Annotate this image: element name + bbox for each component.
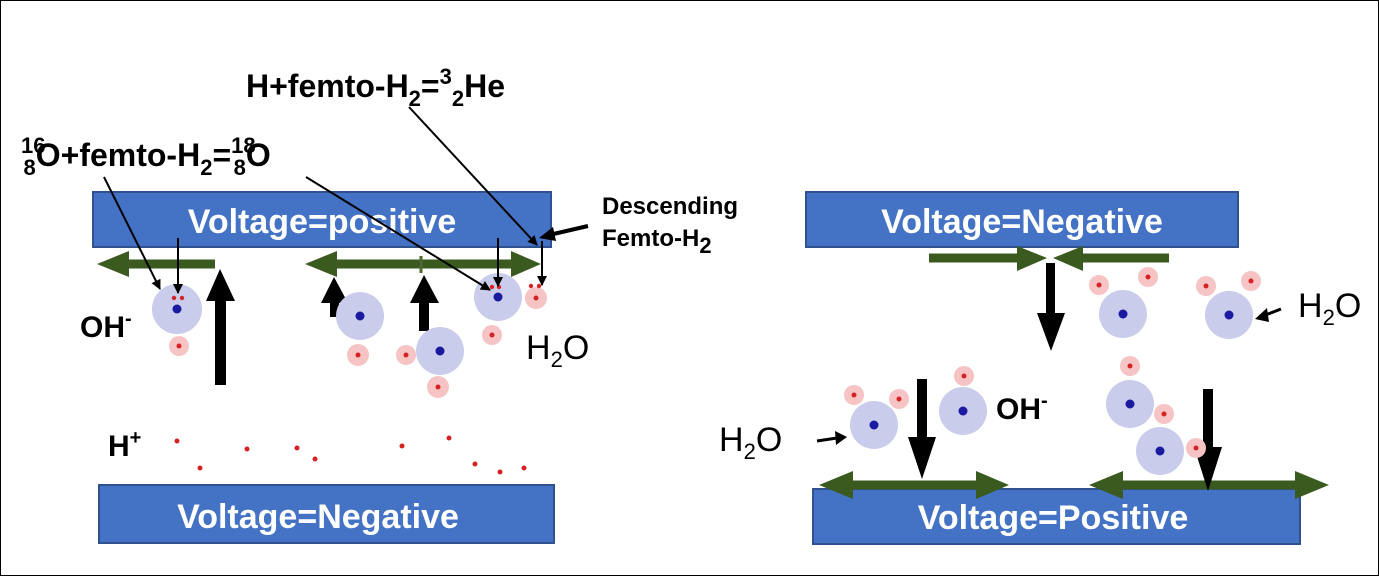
right-h2o-molecule-1	[1089, 267, 1158, 338]
right-panel: Voltage=Negative Voltage=Positive	[719, 191, 1361, 545]
left-panel: Voltage=positive Voltage=Negative	[21, 64, 738, 544]
left-bottom-plate	[98, 484, 555, 544]
left-h2o-label: H2O	[526, 329, 589, 372]
right-down-arrow-1	[1037, 263, 1065, 351]
right-h2o-molecule-3	[844, 385, 909, 449]
right-bottom-plate	[812, 488, 1301, 545]
left-double-arrow-2	[305, 251, 541, 277]
left-up-arrow-1	[206, 269, 235, 385]
left-oh-molecule	[152, 284, 202, 356]
left-double-arrow-1	[97, 251, 215, 277]
right-top-plate	[805, 191, 1239, 248]
left-h2o-molecule-1	[336, 292, 384, 366]
helium-equation: H+femto-H2=32He	[246, 64, 505, 111]
pointer-descending-femto	[539, 224, 589, 241]
pointer-o16-to-h2o	[305, 176, 491, 291]
right-h2o-label-2: H2O	[719, 421, 782, 464]
right-h2o-molecule-5	[1136, 427, 1206, 475]
right-down-arrow-3	[1194, 389, 1222, 491]
right-h2o-label-1: H2O	[1298, 287, 1361, 330]
left-up-arrow-3	[410, 275, 439, 331]
left-top-plate-label: Voltage=positive	[188, 203, 457, 241]
left-h2o-molecule-2	[396, 327, 464, 398]
left-bottom-plate-label: Voltage=Negative	[177, 498, 459, 536]
right-h2o-molecule-4	[1106, 356, 1174, 428]
descending-label-line1: Descending	[602, 193, 738, 220]
right-oh-molecule	[939, 366, 987, 435]
right-h2o-molecule-2	[1196, 271, 1261, 339]
right-oh-label: OH-	[996, 390, 1048, 426]
pointer-o16-to-oh	[103, 176, 161, 290]
right-converging-arrows	[929, 246, 1169, 271]
left-up-arrow-2	[321, 277, 348, 317]
pointer-he-equation	[408, 106, 538, 246]
left-hplus-label: H+	[108, 427, 141, 463]
right-bottom-plate-label: Voltage=Positive	[918, 499, 1189, 537]
right-top-plate-label: Voltage=Negative	[881, 203, 1163, 241]
left-top-plate	[92, 191, 552, 248]
descending-label-line2: Femto-H2	[602, 225, 712, 258]
right-double-arrow-left	[819, 471, 1009, 499]
pointer-right-h2o	[1255, 307, 1282, 322]
left-oh-label: OH-	[80, 308, 132, 344]
pointer-left-h2o	[816, 431, 847, 445]
left-proton-dots	[174, 435, 527, 475]
right-down-arrow-2	[908, 379, 936, 479]
